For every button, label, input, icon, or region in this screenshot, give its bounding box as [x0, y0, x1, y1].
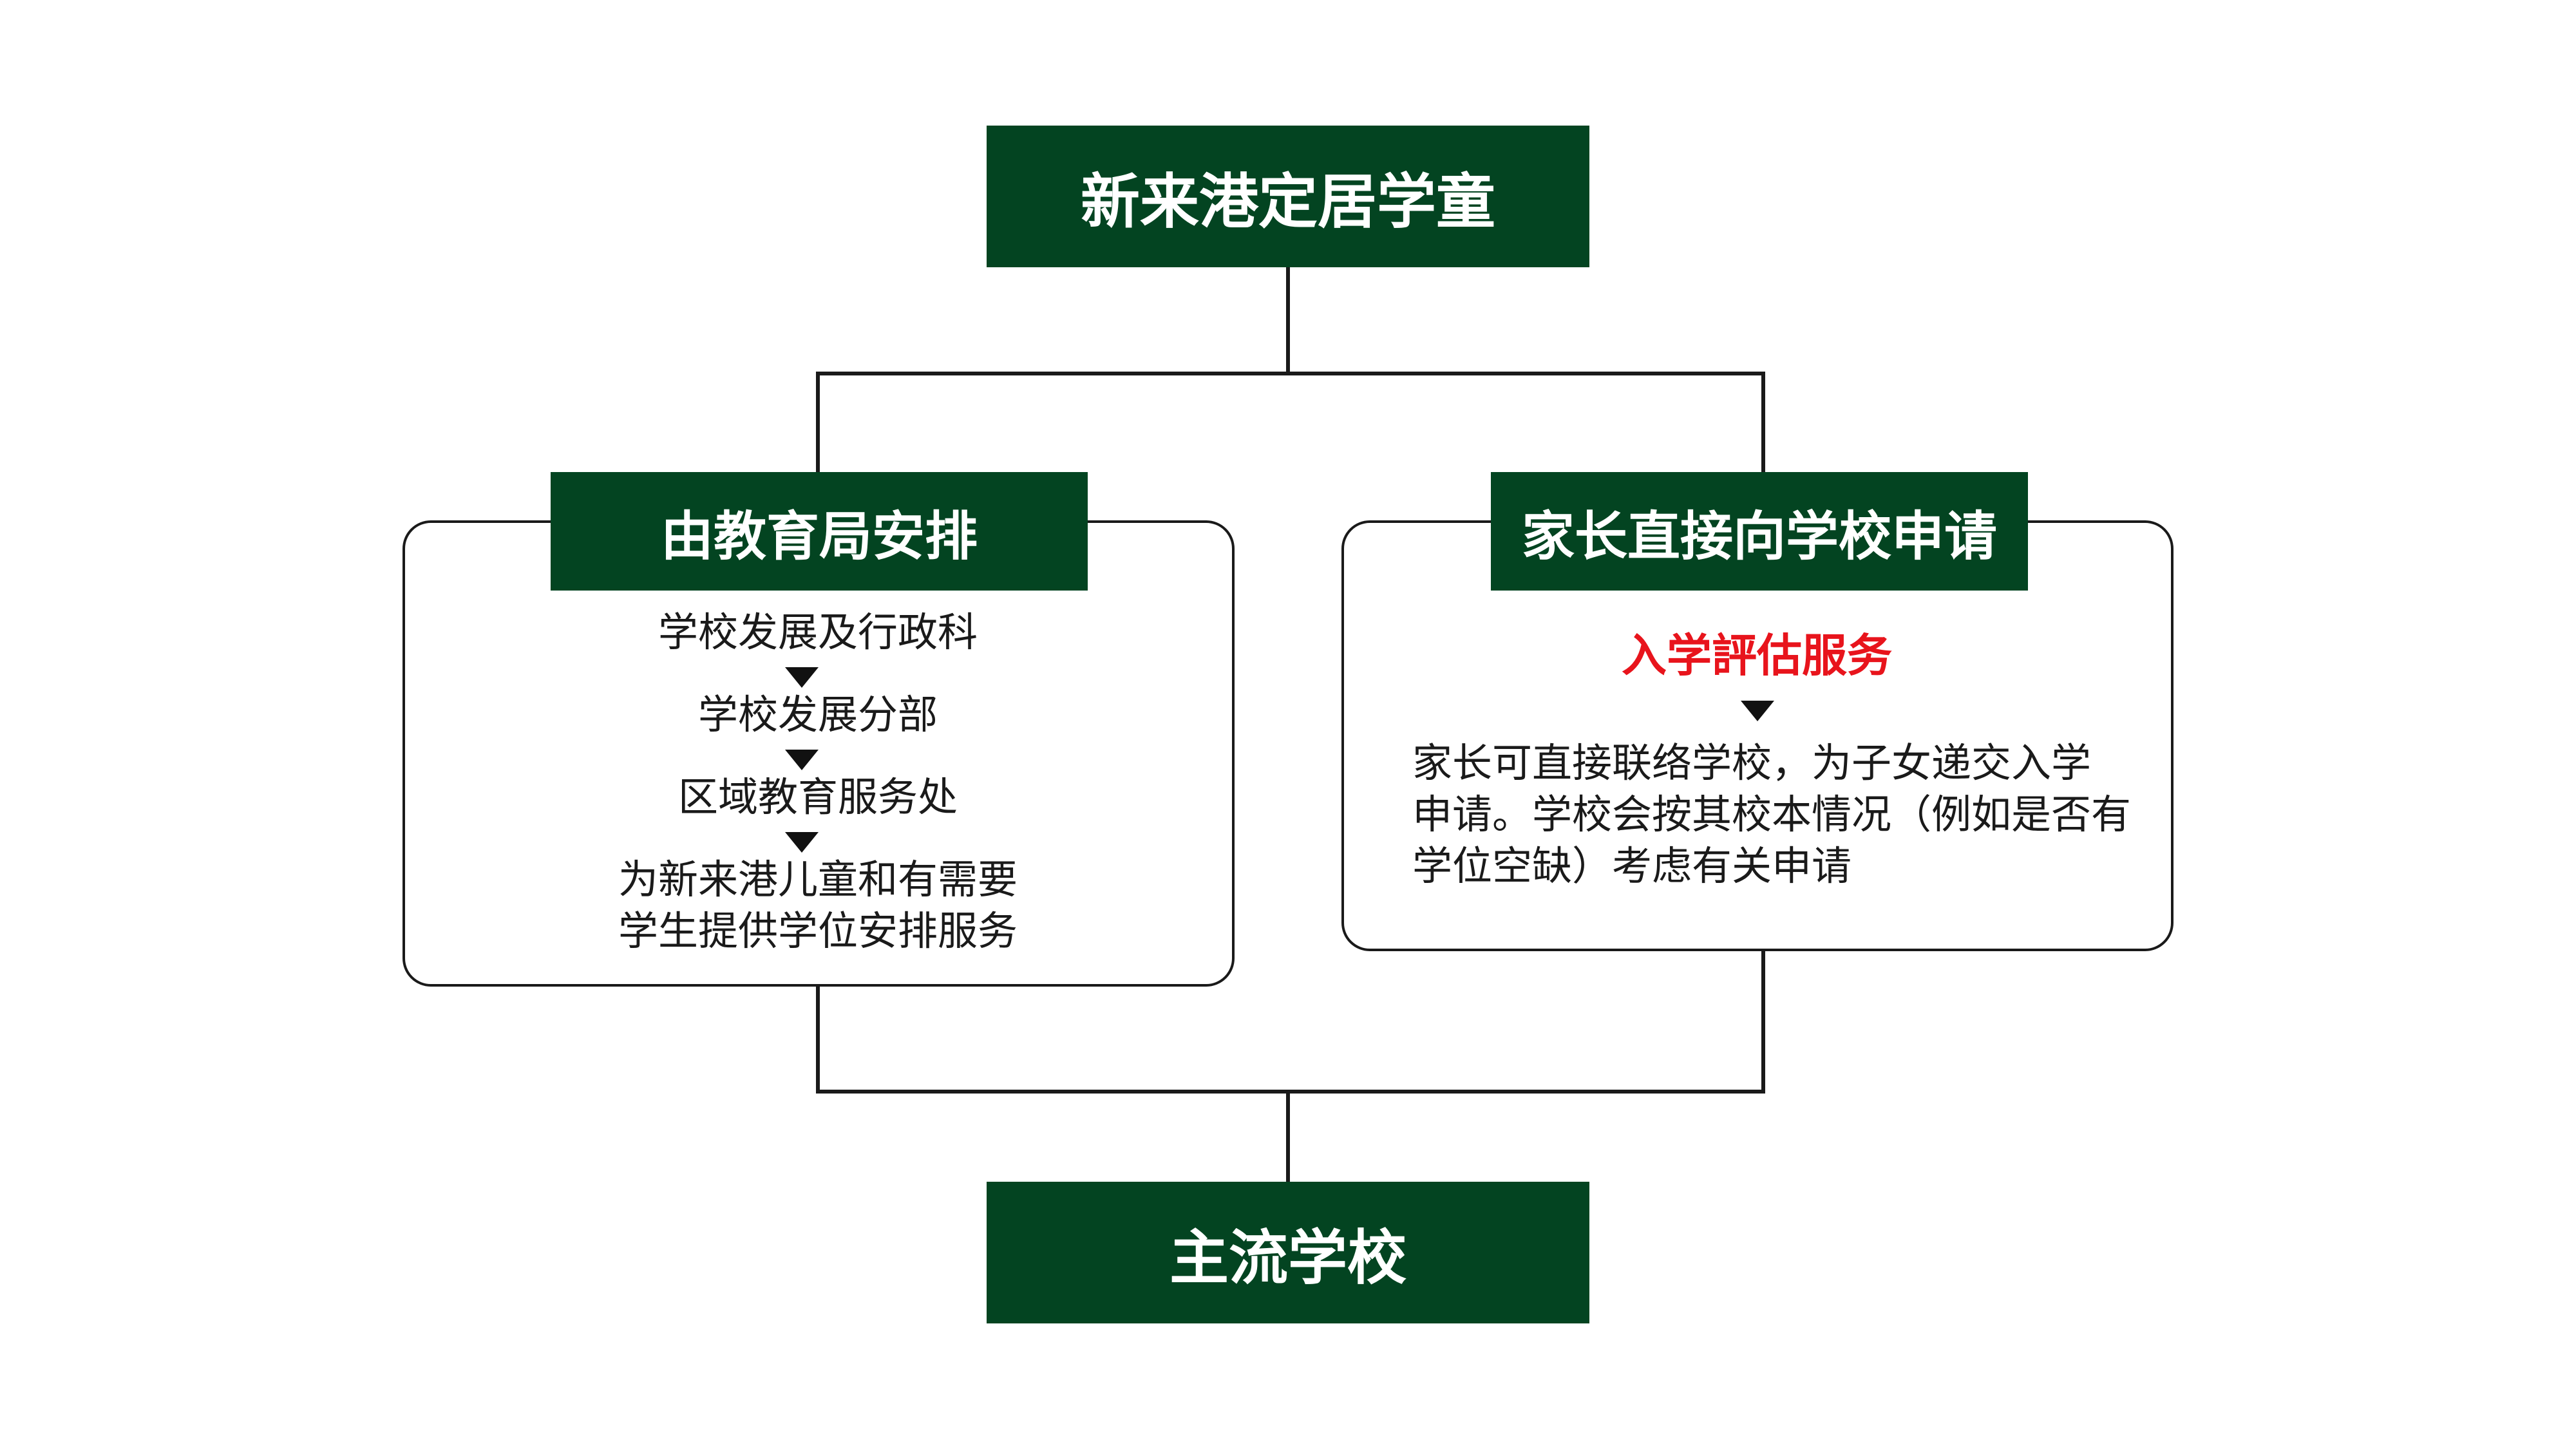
down-triangle-icon [785, 750, 819, 770]
left-branch-header-label: 由教育局安排 [660, 506, 978, 567]
down-triangle-icon [1741, 701, 1774, 721]
bottom-node-box: 主流学校 [987, 1182, 1589, 1323]
left-final-line-1: 为新来港儿童和有需要 [618, 856, 1018, 903]
left-step-3: 区域教育服务处 [677, 773, 958, 820]
connector-left-drop [816, 374, 820, 473]
down-triangle-icon [785, 832, 819, 853]
right-highlight-title: 入学評估服务 [1622, 629, 1892, 682]
bottom-node-label: 主流学校 [1169, 1223, 1406, 1293]
right-body-line-3: 学位空缺）考虑有关申请 [1412, 842, 1852, 889]
connector-left-rise [816, 985, 820, 1094]
connector-bottom-horizontal [816, 1090, 1765, 1094]
top-node-box: 新来港定居学童 [987, 126, 1589, 267]
left-branch-panel [402, 520, 1235, 987]
left-step-2: 学校发展分部 [697, 691, 938, 738]
connector-bottom-vertical [1286, 1092, 1290, 1182]
down-triangle-icon [785, 667, 819, 688]
left-final-line-2: 学生提供学位安排服务 [618, 907, 1018, 954]
right-body-line-1: 家长可直接联络学校，为子女递交入学 [1412, 739, 2092, 786]
right-branch-header-label: 家长直接向学校申请 [1521, 506, 1997, 567]
left-branch-header: 由教育局安排 [551, 472, 1088, 591]
right-branch-header: 家长直接向学校申请 [1491, 472, 2028, 591]
connector-top-horizontal [816, 372, 1765, 375]
connector-top-vertical [1286, 267, 1290, 374]
left-step-1: 学校发展及行政科 [658, 609, 978, 656]
top-node-label: 新来港定居学童 [1080, 167, 1495, 236]
right-body-line-2: 申请。学校会按其校本情况（例如是否有 [1412, 791, 2132, 838]
right-branch-panel [1341, 520, 2174, 951]
connector-right-drop [1761, 374, 1765, 473]
connector-right-rise [1761, 950, 1765, 1094]
